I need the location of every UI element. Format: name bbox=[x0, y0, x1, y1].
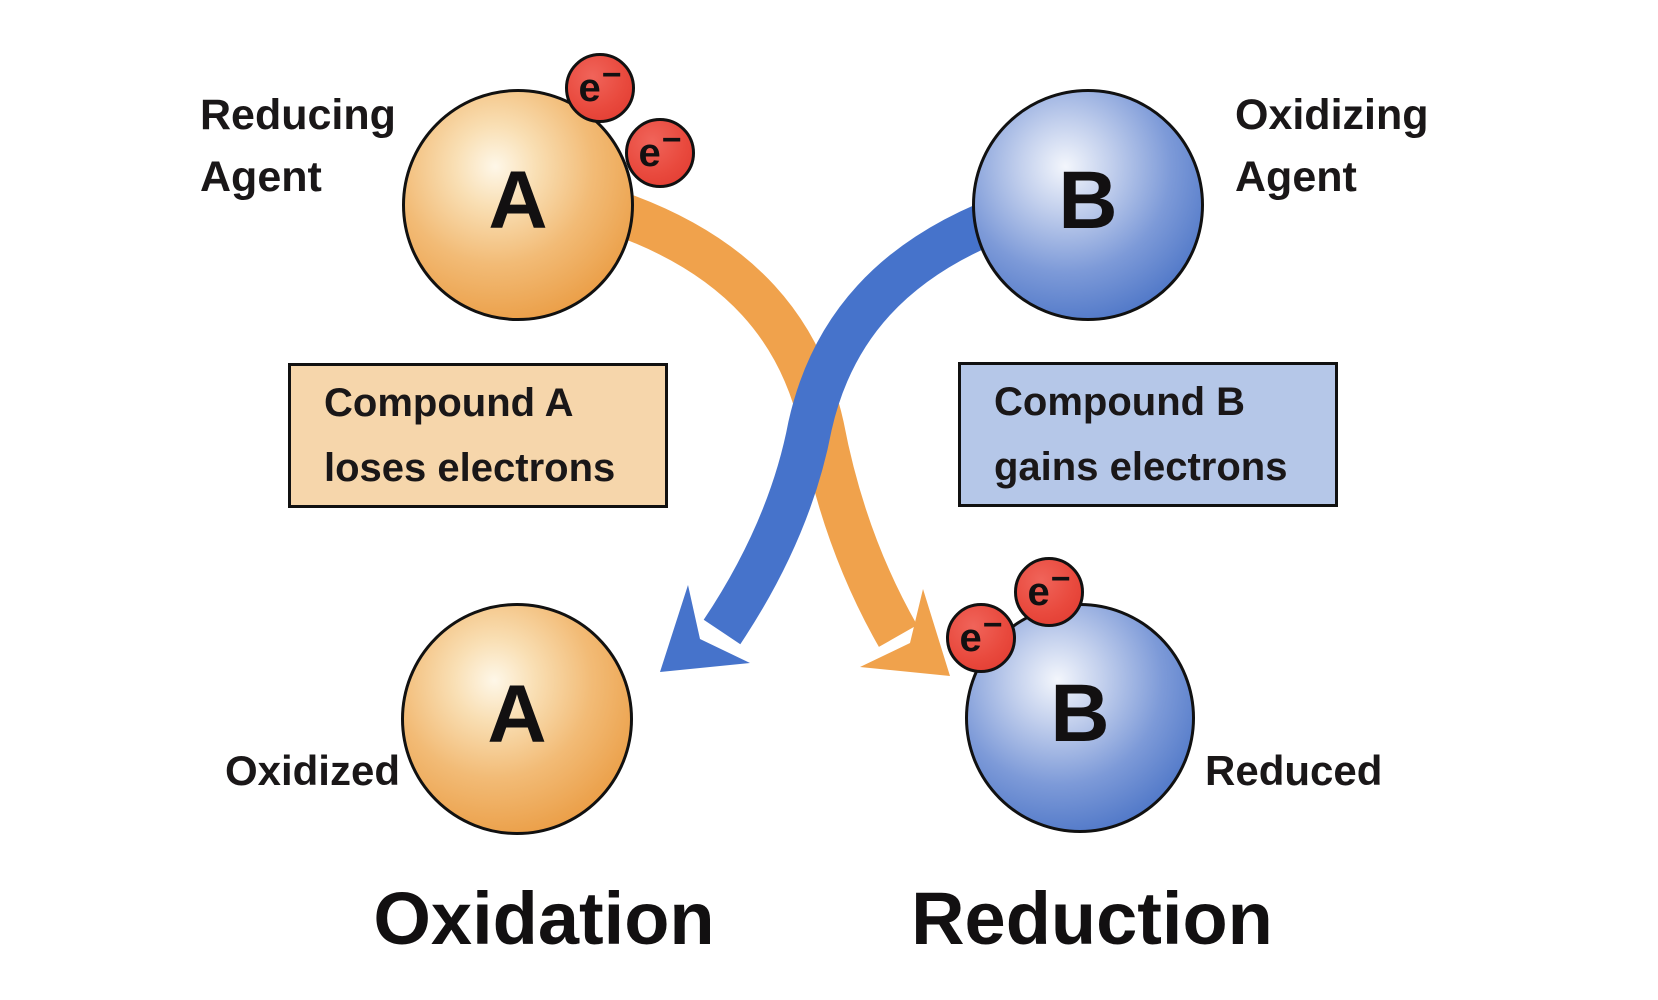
compound-b-note-line2: gains electrons bbox=[994, 444, 1288, 489]
compound-a-sphere-bottom: A bbox=[401, 603, 633, 835]
oxidation-title: Oxidation bbox=[373, 877, 715, 960]
oxidizing-agent-label: Oxidizing Agent bbox=[1235, 84, 1429, 208]
reducing-agent-line1: Reducing bbox=[200, 91, 396, 139]
reducing-agent-label: Reducing Agent bbox=[200, 84, 396, 208]
compound-a-sphere-top: A bbox=[402, 89, 634, 321]
oxidizing-agent-line1: Oxidizing bbox=[1235, 91, 1429, 139]
electron-icon: e− bbox=[625, 118, 695, 188]
compound-a-letter-top: A bbox=[488, 155, 548, 246]
compound-a-note-line2: loses electrons bbox=[324, 445, 616, 490]
compound-a-note-line1: Compound A bbox=[324, 380, 574, 425]
electron-minus: − bbox=[661, 121, 682, 159]
compound-b-note-line1: Compound B bbox=[994, 379, 1246, 424]
electron-symbol: e bbox=[959, 616, 982, 660]
reduced-label: Reduced bbox=[1205, 747, 1383, 794]
electron-minus: − bbox=[1050, 560, 1071, 598]
oxidizing-agent-line2: Agent bbox=[1235, 153, 1357, 201]
reduction-title: Reduction bbox=[911, 877, 1273, 960]
electron-symbol: e bbox=[1027, 570, 1050, 614]
compound-b-sphere-top: B bbox=[972, 89, 1204, 321]
electron-icon: e− bbox=[946, 603, 1016, 673]
electron-symbol: e bbox=[638, 131, 661, 175]
compound-b-note-box: Compound B gains electrons bbox=[958, 362, 1338, 507]
compound-a-note-box: Compound A loses electrons bbox=[288, 363, 668, 508]
reducing-agent-line2: Agent bbox=[200, 153, 322, 201]
reduction-arrow bbox=[660, 191, 1025, 672]
compound-b-letter-top: B bbox=[1058, 155, 1118, 246]
electron-symbol: e bbox=[578, 66, 601, 110]
electron-minus: − bbox=[601, 56, 622, 94]
electron-icon: e− bbox=[1014, 557, 1084, 627]
compound-a-letter-bottom: A bbox=[487, 669, 547, 760]
oxidized-label: Oxidized bbox=[224, 747, 400, 794]
electron-icon: e− bbox=[565, 53, 635, 123]
electron-minus: − bbox=[982, 606, 1003, 644]
compound-b-letter-bottom: B bbox=[1050, 668, 1110, 759]
